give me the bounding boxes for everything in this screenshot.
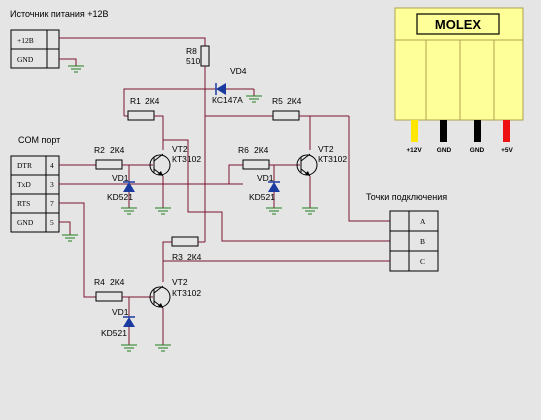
r8-value: 510 xyxy=(186,56,200,66)
vd1-right-value: KD521 xyxy=(249,192,275,202)
molex-title: MOLEX xyxy=(435,17,482,32)
com-port-connector: DTR 4 TxD 3 RTS 7 GND 5 xyxy=(10,155,60,233)
resistor-r2 xyxy=(95,159,123,170)
connection-points-block: A B C xyxy=(389,210,439,272)
molex-pin-label: +12V xyxy=(406,147,422,154)
r1-value: 2К4 xyxy=(145,96,160,106)
ground-icon xyxy=(121,344,137,352)
molex-wire-gnd xyxy=(440,120,447,142)
ground-icon xyxy=(155,344,171,352)
ground-icon xyxy=(68,65,84,73)
point-label: C xyxy=(420,257,425,266)
diode-vd1-left xyxy=(123,181,135,192)
transistor-vt-top-right xyxy=(296,153,318,177)
vd1-right-name: VD1 xyxy=(257,173,274,183)
ground-icon xyxy=(302,207,318,215)
vt-left-name: VT2 xyxy=(172,144,188,154)
com-row-name: DTR xyxy=(17,161,32,170)
molex-pin-label: +5V xyxy=(501,147,513,154)
r5-name: R5 xyxy=(272,96,283,106)
point-label: B xyxy=(420,237,425,246)
r2-value: 2К4 xyxy=(110,145,125,155)
r6-value: 2К4 xyxy=(254,145,269,155)
vt-left-value: КТ3102 xyxy=(172,154,201,164)
molex-connector: MOLEX xyxy=(394,7,524,121)
transistor-vt-top-left xyxy=(149,153,171,177)
transistor-vt-bottom xyxy=(149,285,171,309)
vd1-left-value: KD521 xyxy=(107,192,133,202)
com-row-name: RTS xyxy=(17,199,30,208)
vt-right-value: КТ3102 xyxy=(318,154,347,164)
ground-icon xyxy=(246,95,262,103)
r3-name: R3 xyxy=(172,252,183,262)
r3-value: 2К4 xyxy=(187,252,202,262)
power-pin-gnd: GND xyxy=(17,55,34,64)
zener-diode-vd4 xyxy=(205,83,255,96)
wire-power-gnd xyxy=(59,58,77,66)
resistor-r5 xyxy=(272,110,300,121)
ground-icon xyxy=(121,207,137,215)
ground-icon xyxy=(155,207,171,215)
com-port-title: COM порт xyxy=(18,135,60,145)
r1-name: R1 xyxy=(130,96,141,106)
resistor-r8 xyxy=(200,45,210,67)
wire-r3-vt3 xyxy=(162,241,172,282)
power-pin-12v: +12В xyxy=(17,36,34,45)
vd1-bottom-name: VD1 xyxy=(112,307,129,317)
wire-to-point-b xyxy=(162,139,390,242)
r6-name: R6 xyxy=(238,145,249,155)
power-source-title: Источник питания +12В xyxy=(10,9,109,19)
molex-wire-5v xyxy=(503,120,510,142)
molex-pin-label: GND xyxy=(437,147,452,154)
resistor-r3 xyxy=(171,236,199,247)
molex-pin-label: GND xyxy=(470,147,485,154)
vt-bottom-value: КТ3102 xyxy=(172,288,201,298)
connection-points-title: Точки подключения xyxy=(366,192,447,202)
vd4-name: VD4 xyxy=(230,66,247,76)
ground-icon xyxy=(266,207,282,215)
com-row-name: GND xyxy=(17,218,34,227)
power-connector: +12В GND xyxy=(10,29,60,69)
wire-rts xyxy=(59,202,96,298)
ground-icon xyxy=(62,234,78,242)
wire-12v xyxy=(59,37,206,46)
com-row-pin: 7 xyxy=(50,199,54,208)
vt-bottom-name: VT2 xyxy=(172,277,188,287)
wire-com-gnd xyxy=(59,221,71,235)
r4-name: R4 xyxy=(94,277,105,287)
r2-name: R2 xyxy=(94,145,105,155)
com-row-name: TxD xyxy=(17,180,31,189)
com-row-pin: 5 xyxy=(50,218,54,227)
vd1-left-name: VD1 xyxy=(112,173,129,183)
wire-r5-vt2 xyxy=(299,115,311,150)
wire-top-left xyxy=(123,88,205,116)
vd1-bottom-value: KD521 xyxy=(101,328,127,338)
vt-right-name: VT2 xyxy=(318,144,334,154)
molex-wire-12v xyxy=(411,120,418,142)
diode-vd1-right xyxy=(268,181,280,192)
com-row-pin: 3 xyxy=(50,180,54,189)
r8-name: R8 xyxy=(186,46,197,56)
point-label: A xyxy=(420,217,426,226)
resistor-r6 xyxy=(242,159,270,170)
com-row-pin: 4 xyxy=(50,161,54,170)
resistor-r4 xyxy=(95,291,123,302)
wire-to-point-a xyxy=(348,116,390,222)
r5-value: 2К4 xyxy=(287,96,302,106)
resistor-r1 xyxy=(127,110,155,121)
r4-value: 2К4 xyxy=(110,277,125,287)
molex-wire-gnd xyxy=(474,120,481,142)
wire-r1-vt1 xyxy=(154,115,164,150)
diode-vd1-bottom xyxy=(123,316,135,327)
vd4-value: КС147А xyxy=(212,95,243,105)
